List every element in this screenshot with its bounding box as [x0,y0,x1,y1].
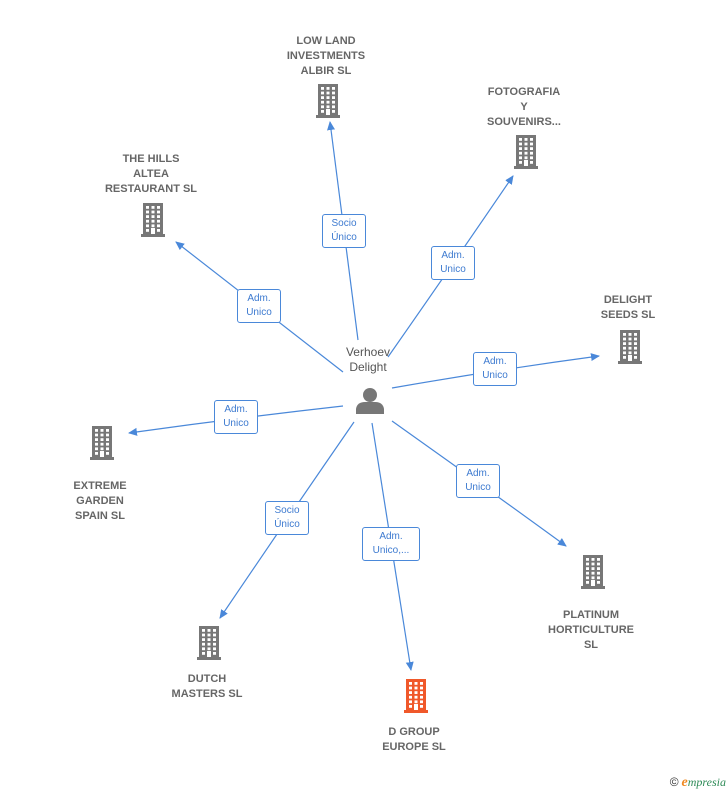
edge-label-extreme: Adm. Unico [214,400,258,434]
company-name-line: RESTAURANT SL [104,182,198,195]
company-name-line: SEEDS SL [600,309,656,321]
company-name-line: Y [520,100,528,113]
edge-label-line1: Adm. [247,293,271,304]
company-name-line: THE HILLS [122,152,180,165]
edge-label-dgroup: Adm. Unico,... [362,527,420,561]
brand-logo-text: mpresia [687,775,726,789]
company-name-line: SL [583,639,599,651]
company-name-fotografia[interactable]: FOTOGRAFIA Y SOUVENIRS... [459,85,589,130]
company-name-delight[interactable]: DELIGHT SEEDS SL [563,293,693,323]
company-name-line: EXTREME [73,480,127,492]
company-name-line: INVESTMENTS [286,49,366,62]
building-icon-fotografia [514,135,538,169]
edge-label-delight: Adm. Unico [473,352,517,386]
company-name-line: SPAIN SL [75,510,125,522]
company-name-lowland[interactable]: LOW LAND INVESTMENTS ALBIR SL [261,34,391,79]
edge-label-thehills: Adm. Unico [237,289,281,323]
building-icon-extreme [90,426,114,460]
company-name-line: MASTERS SL [171,688,243,700]
edge-label-line2: Unico [246,307,272,318]
brand-logo-initial: e [681,775,688,790]
company-name-line: ALBIR SL [300,64,352,77]
edge-label-line1: Adm. [441,250,465,261]
company-name-line: HORTICULTURE [548,624,634,636]
edge-label-line1: Adm. [379,531,403,542]
company-name-line: DELIGHT [603,294,653,306]
edge-label-line1: Socio [274,505,300,516]
edge-label-platinum: Adm. Unico [456,464,500,498]
person-icon [356,388,384,414]
company-name-line: PLATINUM [562,609,619,621]
edge-label-line2: Unico [223,418,249,429]
company-name-thehills[interactable]: THE HILLS ALTEA RESTAURANT SL [86,152,216,197]
company-name-line: SOUVENIRS... [487,115,561,128]
company-name-extreme[interactable]: EXTREME GARDEN SPAIN SL [35,479,165,524]
company-name-line: DUTCH [187,673,227,685]
copyright-symbol: © [669,775,679,789]
edge-label-line1: Adm. [483,356,507,367]
company-name-line: EUROPE SL [382,741,446,753]
company-name-line: GARDEN [76,495,124,507]
building-icon-dgroup [404,679,428,713]
building-icon-delight [618,330,642,364]
center-name-line: Delight [349,360,387,374]
company-name-platinum[interactable]: PLATINUM HORTICULTURE SL [526,608,656,653]
edge-label-line2: Unico [482,370,508,381]
edge-label-line2: Único [274,519,300,530]
building-icon-platinum [581,555,605,589]
edge-label-line2: Único [331,232,357,243]
building-icon-thehills [141,203,165,237]
company-name-line: FOTOGRAFIA [487,85,561,98]
building-icon-dutch [197,626,221,660]
brand-footer: © empresia [670,775,726,791]
company-name-dutch[interactable]: DUTCH MASTERS SL [142,672,272,702]
center-name-line: Verhoev [345,345,391,359]
edge-label-line2: Unico,... [372,545,410,556]
building-icon-lowland [316,84,340,118]
company-name-line: D GROUP [388,726,440,738]
edge-label-line2: Unico [440,264,466,275]
edge-label-fotografia: Adm. Unico [431,246,475,280]
company-name-line: LOW LAND [296,34,356,47]
edge-label-line1: Adm. [466,468,490,479]
edge-label-line1: Adm. [224,404,248,415]
company-name-dgroup[interactable]: D GROUP EUROPE SL [349,725,479,755]
edge-label-line2: Unico [465,482,491,493]
company-name-line: ALTEA [133,167,169,180]
edge-label-line1: Socio [331,218,357,229]
